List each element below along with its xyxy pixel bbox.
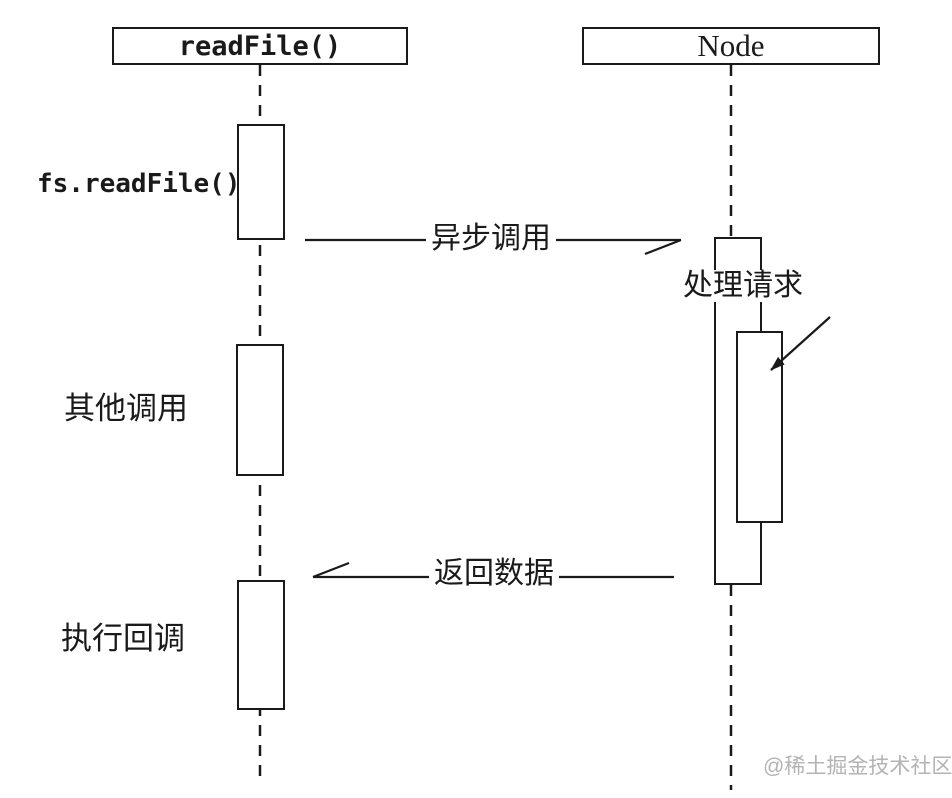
handle-request-pointer-arrow <box>770 316 831 371</box>
activation-fs-readfile <box>237 124 285 240</box>
label-other-calls: 其他调用 <box>64 391 188 426</box>
label-async-call: 异步调用 <box>426 223 556 255</box>
label-handle-request: 处理请求 <box>678 270 808 302</box>
actor-box-node: Node <box>582 27 880 65</box>
actor-box-readfile: readFile() <box>112 27 408 65</box>
label-return-data: 返回数据 <box>429 558 559 590</box>
activation-node-inner <box>736 331 783 523</box>
label-execute-callback: 执行回调 <box>61 621 185 656</box>
activation-other-calls <box>236 344 284 476</box>
watermark: @稀土掘金技术社区 <box>763 755 952 778</box>
label-fs-readfile: fs.readFile() <box>37 169 241 199</box>
activation-execute-callback <box>237 580 285 710</box>
